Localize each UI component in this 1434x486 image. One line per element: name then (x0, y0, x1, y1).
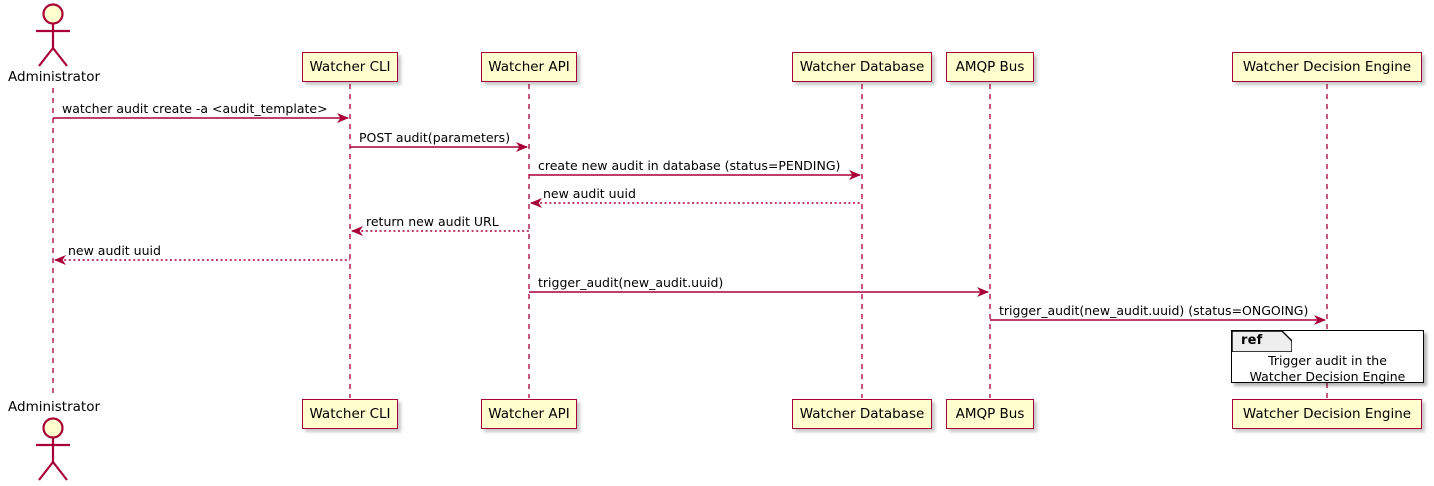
ref-fragment-body: Trigger audit in the Watcher Decision En… (1232, 353, 1423, 385)
message-label-8: trigger_audit(new_audit.uuid) (status=ON… (999, 303, 1309, 318)
actor-label-administrator-top: Administrator (8, 69, 101, 85)
participant-label: Watcher Database (799, 59, 925, 75)
actor-administrator-bottom (36, 417, 70, 481)
participant-label: Watcher API (488, 59, 570, 75)
message-label-1: watcher audit create -a <audit_template> (62, 101, 328, 116)
ref-tab-shape (1232, 331, 1292, 352)
participant-label: AMQP Bus (955, 59, 1025, 75)
message-label-2: POST audit(parameters) (359, 130, 511, 145)
actor-label-administrator-bottom: Administrator (8, 399, 101, 415)
participant-label: Watcher CLI (309, 406, 391, 422)
message-label-5: return new audit URL (366, 214, 499, 229)
ref-fragment-line-1: Trigger audit in the (1268, 353, 1387, 368)
participant-box-watcher-database-bottom[interactable]: Watcher Database (792, 399, 932, 429)
participant-box-watcher-api-top[interactable]: Watcher API (481, 52, 577, 82)
participant-label: Watcher Database (799, 406, 925, 422)
participant-label: Watcher Decision Engine (1242, 59, 1412, 75)
lifelines (52, 84, 1328, 398)
participant-box-watcher-decision-engine-bottom[interactable]: Watcher Decision Engine (1232, 399, 1422, 429)
ref-operator-label: ref (1241, 333, 1263, 348)
message-label-3: create new audit in database (status=PEN… (538, 158, 841, 173)
participant-label: AMQP Bus (955, 406, 1025, 422)
participant-label: Watcher API (488, 406, 570, 422)
participant-box-amqp-bus-top[interactable]: AMQP Bus (946, 52, 1034, 82)
actor-administrator-top (36, 3, 70, 67)
participant-box-watcher-api-bottom[interactable]: Watcher API (481, 399, 577, 429)
participant-box-watcher-decision-engine-top[interactable]: Watcher Decision Engine (1232, 52, 1422, 82)
message-label-4: new audit uuid (543, 186, 636, 201)
participant-label: Watcher CLI (309, 59, 391, 75)
participant-box-amqp-bus-bottom[interactable]: AMQP Bus (946, 399, 1034, 429)
message-arrows (53, 113, 1326, 325)
participant-label: Watcher Decision Engine (1242, 406, 1412, 422)
message-label-7: trigger_audit(new_audit.uuid) (538, 275, 724, 290)
ref-fragment: ref Trigger audit in the Watcher Decisio… (1231, 330, 1424, 385)
message-label-6: new audit uuid (68, 243, 161, 258)
participant-box-watcher-cli-bottom[interactable]: Watcher CLI (302, 399, 398, 429)
participant-box-watcher-database-top[interactable]: Watcher Database (792, 52, 932, 82)
participant-box-watcher-cli-top[interactable]: Watcher CLI (302, 52, 398, 82)
ref-fragment-line-2: Watcher Decision Engine (1249, 369, 1406, 384)
